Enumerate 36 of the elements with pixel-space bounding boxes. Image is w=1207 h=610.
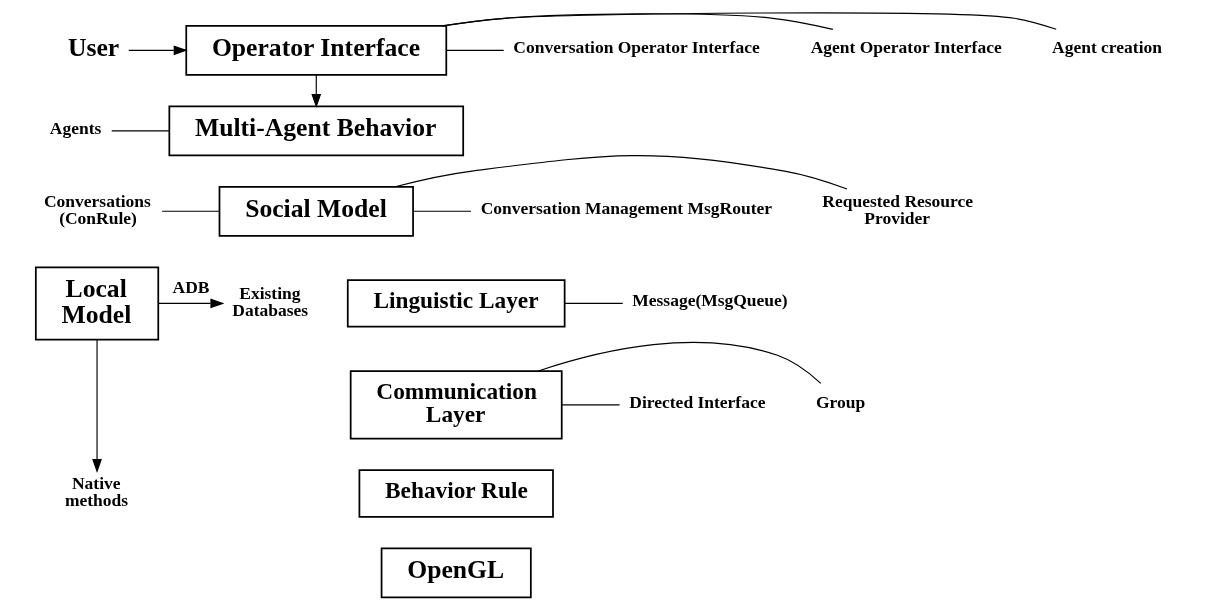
connector <box>537 341 821 384</box>
node-box: Communication Layer <box>349 370 563 440</box>
node-text: Group <box>815 391 865 412</box>
node-box: Linguistic Layer <box>346 279 565 328</box>
node-text: Requested Resource Provider <box>821 190 973 229</box>
node-box: OpenGL <box>380 547 532 599</box>
arrow <box>157 298 224 309</box>
node-text: Agent Operator Interface <box>810 37 1002 58</box>
connector <box>445 49 504 51</box>
node-text: Conversation Operator Interface <box>512 37 760 58</box>
node-text: Native methods <box>64 472 128 511</box>
node-text: Agents <box>49 117 101 138</box>
node-text: User <box>67 32 119 62</box>
connector <box>563 302 623 304</box>
node-box: Multi-Agent Behavior <box>167 105 464 157</box>
node-text: Conversation Management MsgRouter <box>480 198 772 219</box>
connector <box>161 210 220 212</box>
connector <box>560 404 620 406</box>
node-text: Agent creation <box>1051 37 1162 58</box>
connector <box>412 210 472 212</box>
arrow <box>127 45 188 56</box>
connector <box>441 13 833 30</box>
connector <box>110 130 170 132</box>
node-box: Local Model <box>34 266 159 341</box>
edge-label: ADB <box>172 276 209 297</box>
node-text: Directed Interface <box>628 391 765 412</box>
connector <box>441 12 1057 30</box>
node-text: Existing Databases <box>231 282 308 321</box>
node-box: Social Model <box>218 185 414 237</box>
connector <box>394 155 848 190</box>
node-text: Message(MsgQueue) <box>631 290 788 311</box>
node-box: Behavior Rule <box>358 469 554 518</box>
arrow <box>310 74 321 108</box>
node-text: Conversations (ConRule) <box>43 190 151 229</box>
arrow <box>91 339 102 473</box>
node-box: Operator Interface <box>184 25 447 76</box>
